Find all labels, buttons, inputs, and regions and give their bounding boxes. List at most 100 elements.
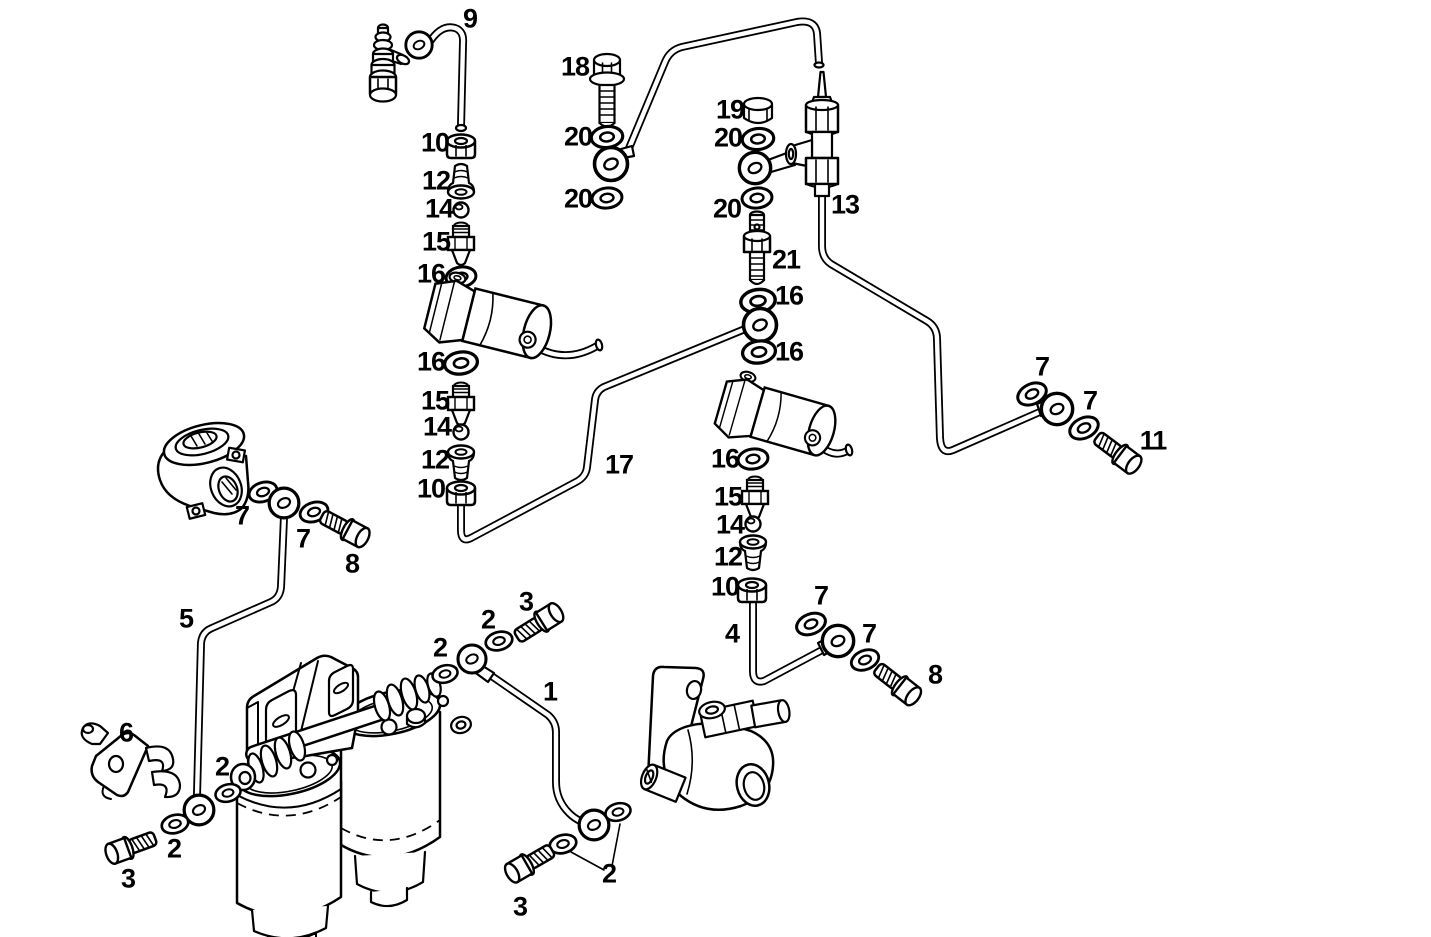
banjo-bolt-11	[1088, 426, 1147, 479]
ball-14	[452, 201, 470, 219]
union-15	[446, 221, 476, 267]
part-label-14a: 14	[424, 193, 454, 224]
washer-20	[739, 184, 775, 212]
union-15	[740, 475, 770, 521]
pipe-17	[457, 325, 749, 544]
union-nut-10	[445, 480, 477, 507]
part-label-16a: 16	[416, 258, 446, 289]
coupler-right	[372, 672, 442, 722]
filter-canister-right	[339, 710, 442, 908]
part-label-10c: 10	[710, 571, 740, 602]
banjo-fitting-5	[267, 486, 301, 520]
washer-2	[602, 799, 634, 825]
pipe-4	[749, 600, 828, 686]
part-label-3c: 3	[512, 891, 528, 922]
banjo-bolt-8	[868, 657, 926, 711]
fuel-feed-pump	[639, 665, 791, 812]
washer-20	[588, 123, 626, 151]
part-label-7b: 7	[1082, 385, 1098, 416]
pipe-9	[425, 23, 468, 133]
banjo-bolt-8	[315, 504, 375, 552]
pipe-5	[193, 513, 288, 799]
filter-canister-left	[235, 780, 343, 937]
part-label-5: 5	[178, 603, 194, 634]
part-label-2b: 2	[166, 833, 182, 864]
banjo-fitting-1-upper	[456, 643, 488, 675]
clamp-hook	[144, 745, 175, 773]
part-label-10b: 10	[416, 473, 446, 504]
banjo-bolt-18	[588, 52, 626, 128]
leader-lines-2	[570, 823, 621, 871]
part-label-1: 1	[542, 676, 558, 707]
banjo-union-right	[737, 150, 773, 186]
part-label-20c: 20	[713, 122, 743, 153]
part-label-16b: 16	[416, 346, 446, 377]
gland-12	[446, 444, 476, 482]
cap-nut-19	[742, 96, 774, 125]
part-label-8a: 8	[344, 548, 360, 579]
banjo-fitting-9	[404, 30, 434, 60]
part-label-20a: 20	[563, 121, 593, 152]
part-label-21: 21	[771, 244, 801, 275]
union-nut-10	[445, 133, 477, 160]
part-label-15a: 15	[421, 226, 451, 257]
banjo-bolt-3	[101, 825, 161, 868]
pump-inlet-port	[639, 763, 687, 803]
washer-16	[441, 348, 481, 378]
vent-valve	[368, 23, 411, 103]
part-label-2c: 2	[432, 632, 448, 663]
part-label-7d: 7	[295, 523, 311, 554]
part-label-17: 17	[604, 449, 634, 480]
part-label-16d: 16	[774, 336, 804, 367]
part-label-15b: 15	[420, 385, 450, 416]
part-label-2e: 2	[601, 858, 617, 889]
banjo-fitting-4	[820, 623, 856, 659]
washer-20	[739, 125, 777, 153]
part-label-2a: 2	[214, 751, 230, 782]
banjo-bolt-3	[500, 838, 559, 887]
part-label-2d: 2	[480, 604, 496, 635]
head-nut	[299, 761, 317, 779]
clamp-hook	[150, 770, 182, 799]
washer-20	[589, 184, 625, 212]
head-nut	[380, 718, 398, 736]
part-label-6: 6	[118, 717, 134, 748]
ball-14	[452, 423, 470, 441]
part-label-12b: 12	[420, 444, 450, 475]
part-label-7c: 7	[234, 500, 250, 531]
part-label-12c: 12	[713, 541, 743, 572]
part-label-20d: 20	[712, 193, 742, 224]
part-label-3a: 3	[120, 863, 136, 894]
part-label-19: 19	[715, 94, 745, 125]
pump-right-port	[750, 699, 791, 729]
union-nut-10	[736, 577, 768, 604]
tee-fitting	[784, 70, 840, 198]
filter-head-fitting	[156, 421, 250, 520]
part-label-7a: 7	[1034, 351, 1050, 382]
pipe-clamp-6	[80, 722, 182, 800]
part-label-3b: 3	[518, 586, 534, 617]
union-15	[446, 381, 476, 427]
part-label-8b: 8	[927, 659, 943, 690]
part-label-12a: 12	[421, 165, 451, 196]
washer-16	[735, 445, 771, 473]
part-label-15c: 15	[713, 481, 743, 512]
banjo-fitting-13	[1039, 391, 1075, 427]
fuel-filter-assembly	[229, 654, 472, 937]
banjo-union-left	[592, 145, 630, 183]
part-label-16c: 16	[774, 280, 804, 311]
part-label-18: 18	[560, 51, 590, 82]
part-label-11: 11	[1139, 425, 1168, 456]
part-label-16e: 16	[710, 443, 740, 474]
overflow-pipe-top	[623, 17, 825, 157]
part-label-4: 4	[724, 618, 740, 649]
head-cap	[405, 707, 427, 725]
banjo-union-middle	[741, 306, 779, 344]
pipe-13	[818, 192, 1046, 456]
fuel-pipes	[193, 17, 1046, 828]
stud-21	[742, 210, 772, 286]
gland-12	[738, 534, 768, 572]
part-label-14c: 14	[715, 509, 745, 540]
